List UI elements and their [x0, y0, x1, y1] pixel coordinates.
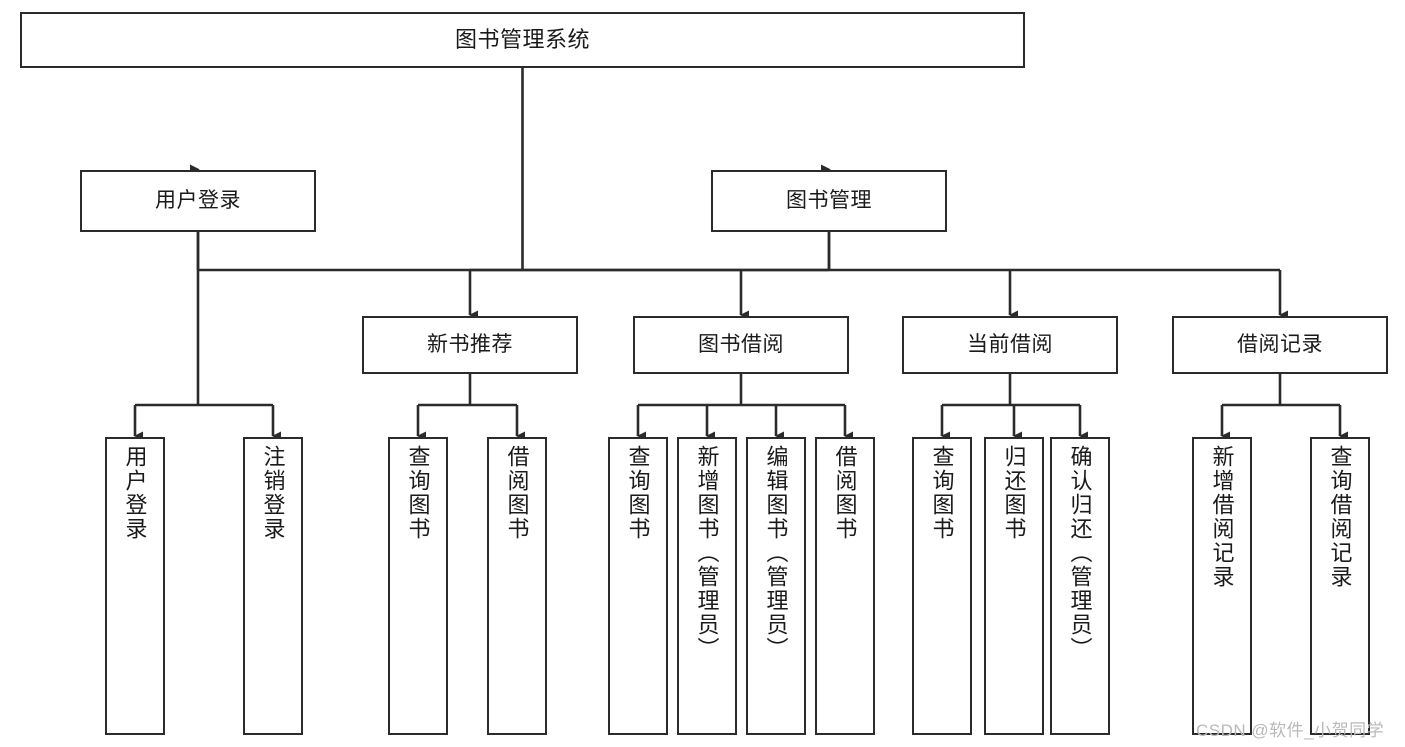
- node-label: 用户登录: [155, 188, 241, 212]
- node-records[interactable]: 借阅记录: [1172, 316, 1388, 374]
- edge-group: [133, 68, 1348, 441]
- node-label: 归还图书: [1001, 445, 1027, 541]
- node-current[interactable]: 当前借阅: [902, 316, 1118, 374]
- node-leaf-3[interactable]: 查询图书: [388, 437, 448, 735]
- node-label: 确认归还（管理员）: [1067, 445, 1093, 661]
- node-label: 用户登录: [122, 445, 148, 541]
- node-newrec[interactable]: 新书推荐: [362, 316, 578, 374]
- node-bookmgmt[interactable]: 图书管理: [711, 170, 947, 232]
- node-leaf-2[interactable]: 注销登录: [243, 437, 303, 735]
- node-label: 借阅记录: [1237, 332, 1323, 356]
- node-label: 新增图书（管理员）: [694, 445, 720, 661]
- node-label: 图书借阅: [698, 332, 784, 356]
- node-borrow[interactable]: 图书借阅: [633, 316, 849, 374]
- node-login[interactable]: 用户登录: [80, 170, 316, 232]
- node-root[interactable]: 图书管理系统: [20, 12, 1025, 68]
- node-leaf-6[interactable]: 新增图书（管理员）: [677, 437, 737, 735]
- node-leaf-1[interactable]: 用户登录: [105, 437, 165, 735]
- node-label: 编辑图书（管理员）: [763, 445, 789, 661]
- node-label: 图书管理: [786, 188, 872, 212]
- node-label: 注销登录: [260, 445, 286, 541]
- node-leaf-10[interactable]: 归还图书: [984, 437, 1044, 735]
- watermark: CSDN @软件_小贺同学: [1196, 721, 1385, 740]
- node-leaf-12[interactable]: 新增借阅记录: [1192, 437, 1252, 735]
- node-label: 查询图书: [625, 445, 651, 541]
- node-label: 查询图书: [405, 445, 431, 541]
- node-label: 借阅图书: [504, 445, 530, 541]
- node-leaf-8[interactable]: 借阅图书: [815, 437, 875, 735]
- node-leaf-9[interactable]: 查询图书: [912, 437, 972, 735]
- node-label: 查询借阅记录: [1327, 445, 1353, 589]
- node-label: 查询图书: [929, 445, 955, 541]
- node-leaf-4[interactable]: 借阅图书: [487, 437, 547, 735]
- node-label: 借阅图书: [832, 445, 858, 541]
- node-leaf-5[interactable]: 查询图书: [608, 437, 668, 735]
- node-label: 新书推荐: [427, 332, 513, 356]
- node-leaf-11[interactable]: 确认归还（管理员）: [1050, 437, 1110, 735]
- node-label: 当前借阅: [967, 332, 1053, 356]
- node-leaf-13[interactable]: 查询借阅记录: [1310, 437, 1370, 735]
- node-label: 新增借阅记录: [1209, 445, 1235, 589]
- node-leaf-7[interactable]: 编辑图书（管理员）: [746, 437, 806, 735]
- node-label: 图书管理系统: [454, 27, 590, 53]
